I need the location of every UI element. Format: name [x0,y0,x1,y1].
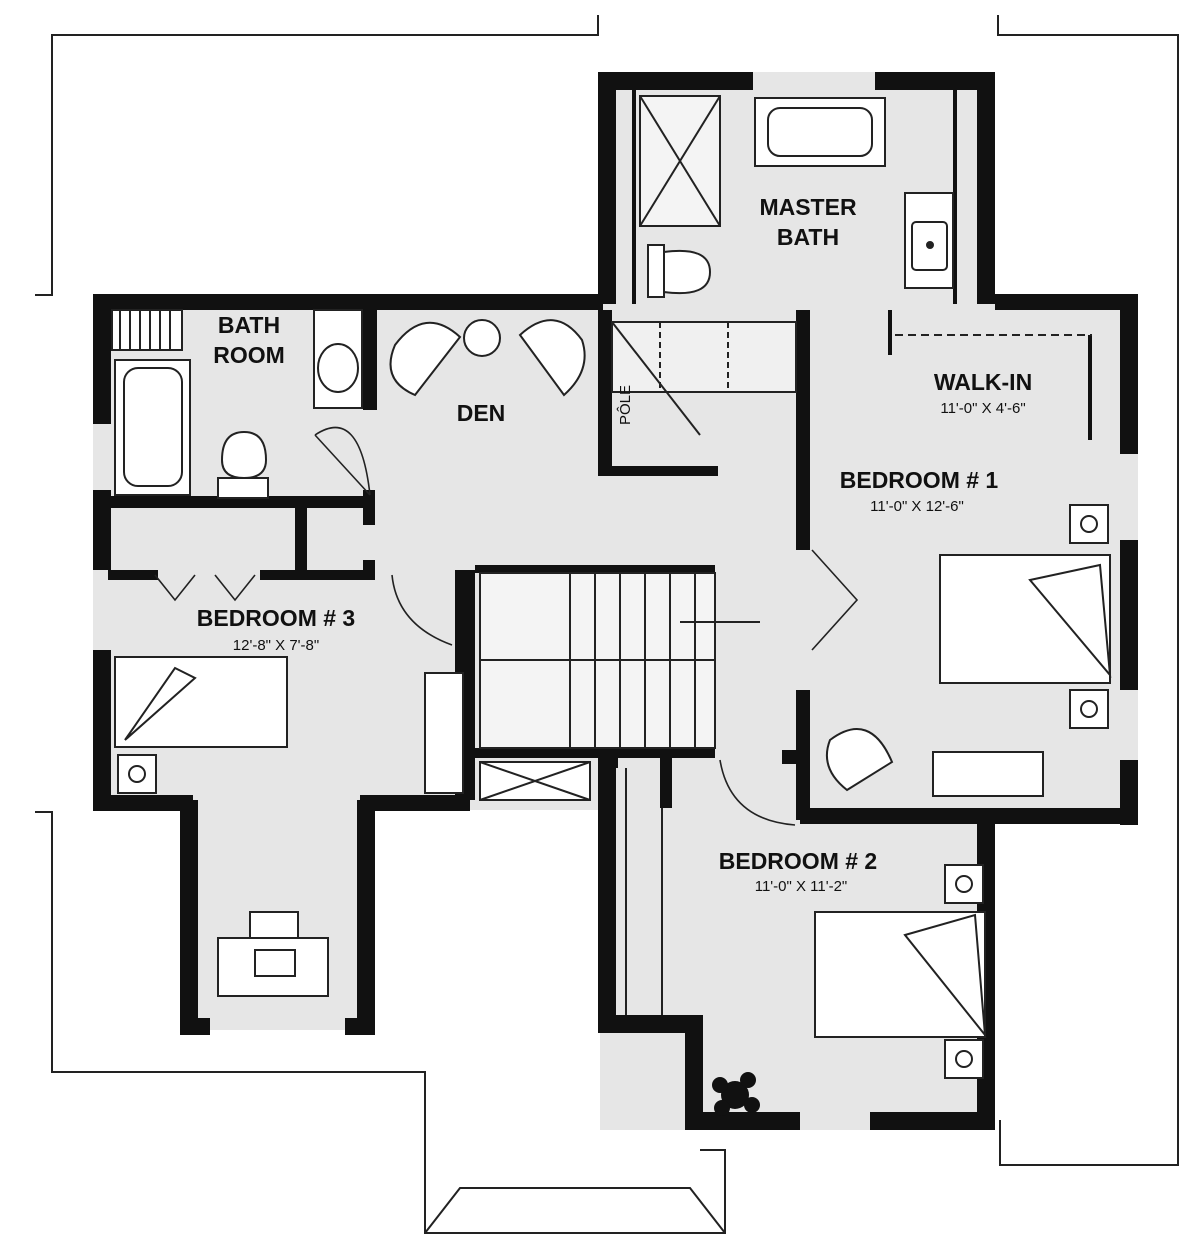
desk-icon [217,937,329,997]
plant-icon [712,1072,760,1116]
bedroom2-label: BEDROOM # 2 [719,848,877,874]
toilet-icon [647,244,712,298]
pole-label: PÔLE [617,385,634,425]
walk-in-label: WALK-IN [934,369,1032,395]
bedroom3-dims: 12'-8" X 7'-8" [233,637,319,654]
bedroom2-dims: 11'-0" X 11'-2" [755,878,848,895]
exterior-walls [93,72,1138,1130]
armchair-icon [389,321,462,397]
toilet-icon-2 [217,430,269,499]
bedroom1-label: BEDROOM # 1 [840,467,999,493]
bathtub-icon-2 [114,359,191,496]
fixtures [111,95,1112,1079]
sink-icon-2 [313,309,363,409]
side-table-icon [463,319,501,357]
door-swings [154,426,859,826]
master-bath-label-2: BATH [777,224,839,250]
bedroom1-dims: 11'-0" X 12'-6" [870,498,964,515]
interior-walls [108,90,1092,820]
walk-in-dims: 11'-0" X 4'-6" [940,400,1025,417]
bedroom3-label: BEDROOM # 3 [197,605,355,631]
roof-outline [35,15,1179,1234]
bed-icon-3 [114,656,288,748]
bath-room-label: BATH [218,312,280,338]
armchair-icon-2 [518,319,586,397]
bath-room-label-2: ROOM [213,342,285,368]
den-label: DEN [457,400,506,426]
master-bath-label: MASTER [759,194,857,220]
